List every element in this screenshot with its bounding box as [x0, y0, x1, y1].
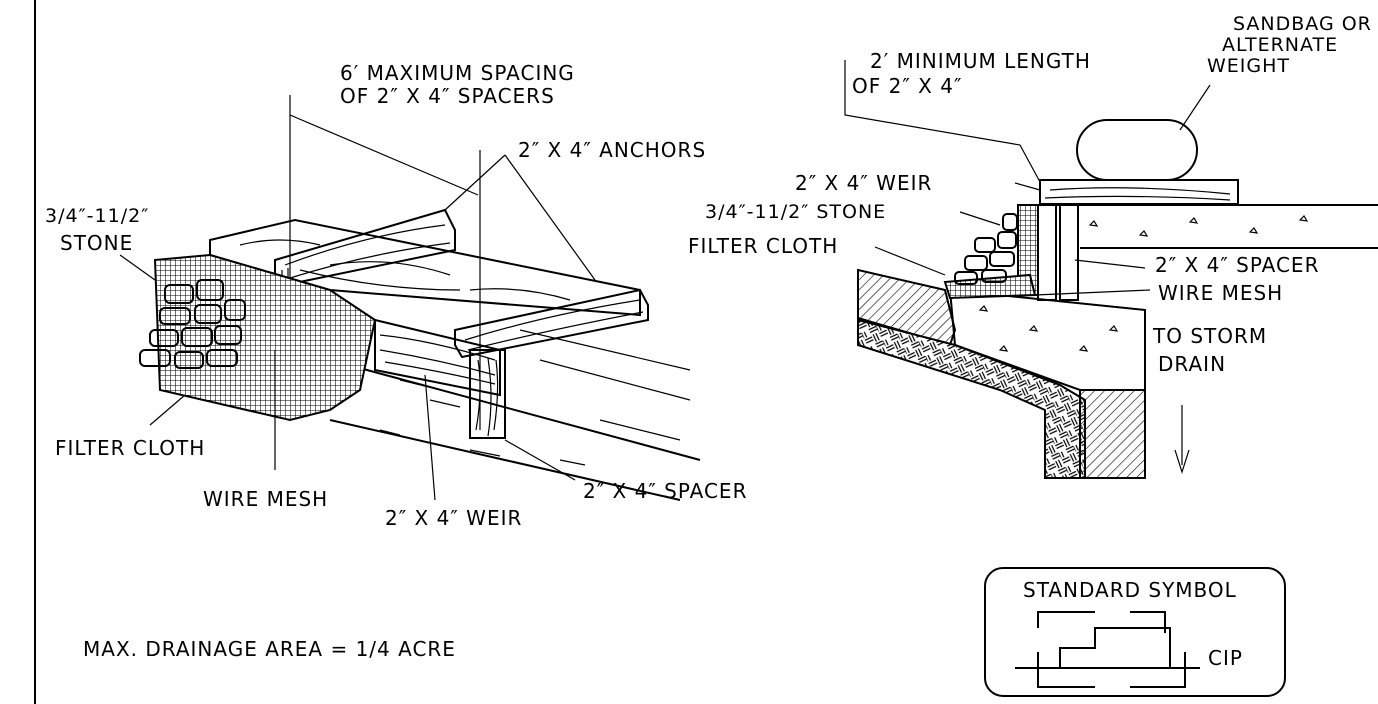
right-spacer-label: 2″ X 4″ SPACER [1155, 253, 1319, 277]
standard-symbol-code: CIP [1208, 646, 1243, 670]
sandbag-label-line3: WEIGHT [1207, 55, 1290, 77]
left-stone-label: STONE [60, 231, 133, 255]
left-filter-cloth-label: FILTER CLOTH [55, 436, 205, 460]
min-length-label-line2: OF 2″ X 4″ [852, 74, 962, 98]
spacing-label-line1: 6′ MAXIMUM SPACING [340, 61, 575, 85]
left-weir-label: 2″ X 4″ WEIR [385, 506, 522, 530]
left-spacer-label: 2″ X 4″ SPACER [583, 479, 747, 503]
sandbag-label-line2: ALTERNATE [1222, 34, 1338, 56]
standard-symbol-title: STANDARD SYMBOL [1023, 578, 1237, 602]
left-stone-size-label: 3/4″-11/2″ [45, 205, 149, 227]
storm-drain-label-line2: DRAIN [1158, 352, 1226, 376]
drainage-area-note: MAX. DRAINAGE AREA = 1/4 ACRE [83, 637, 456, 661]
sandbag-label-line1: SANDBAG OR [1233, 13, 1372, 35]
right-filter-cloth-label: FILTER CLOTH [688, 234, 838, 258]
standard-symbol-box [984, 567, 1286, 697]
spacing-label-line2: OF 2″ X 4″ SPACERS [340, 84, 555, 108]
anchors-label: 2″ X 4″ ANCHORS [518, 138, 706, 162]
right-weir-label: 2″ X 4″ WEIR [795, 171, 932, 195]
right-section-detail [844, 60, 1378, 479]
left-wire-mesh-label: WIRE MESH [203, 487, 328, 511]
storm-drain-label-line1: TO STORM [1152, 324, 1267, 348]
min-length-label-line1: 2′ MINIMUM LENGTH [870, 49, 1091, 73]
right-wire-mesh-label: WIRE MESH [1158, 281, 1283, 305]
right-stone-label: 3/4″-11/2″ STONE [705, 201, 886, 223]
left-isometric-detail [119, 95, 701, 501]
